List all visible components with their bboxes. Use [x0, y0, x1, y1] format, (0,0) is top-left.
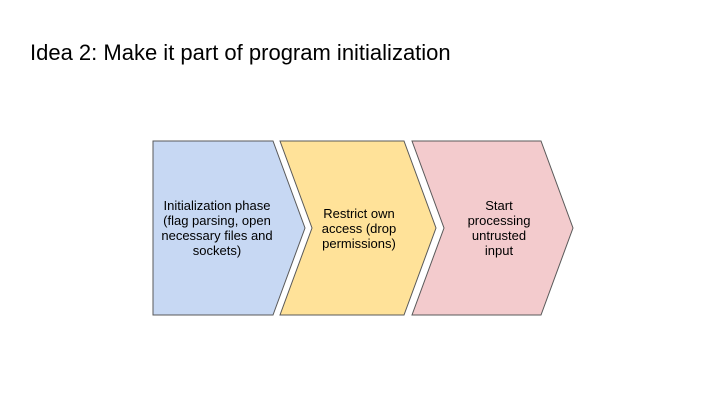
- step-2-chevron-shape: [279, 140, 437, 316]
- step-3-chevron-shape: [411, 140, 574, 316]
- step-1-chevron-shape: [152, 140, 306, 316]
- slide-title: Idea 2: Make it part of program initiali…: [30, 40, 451, 65]
